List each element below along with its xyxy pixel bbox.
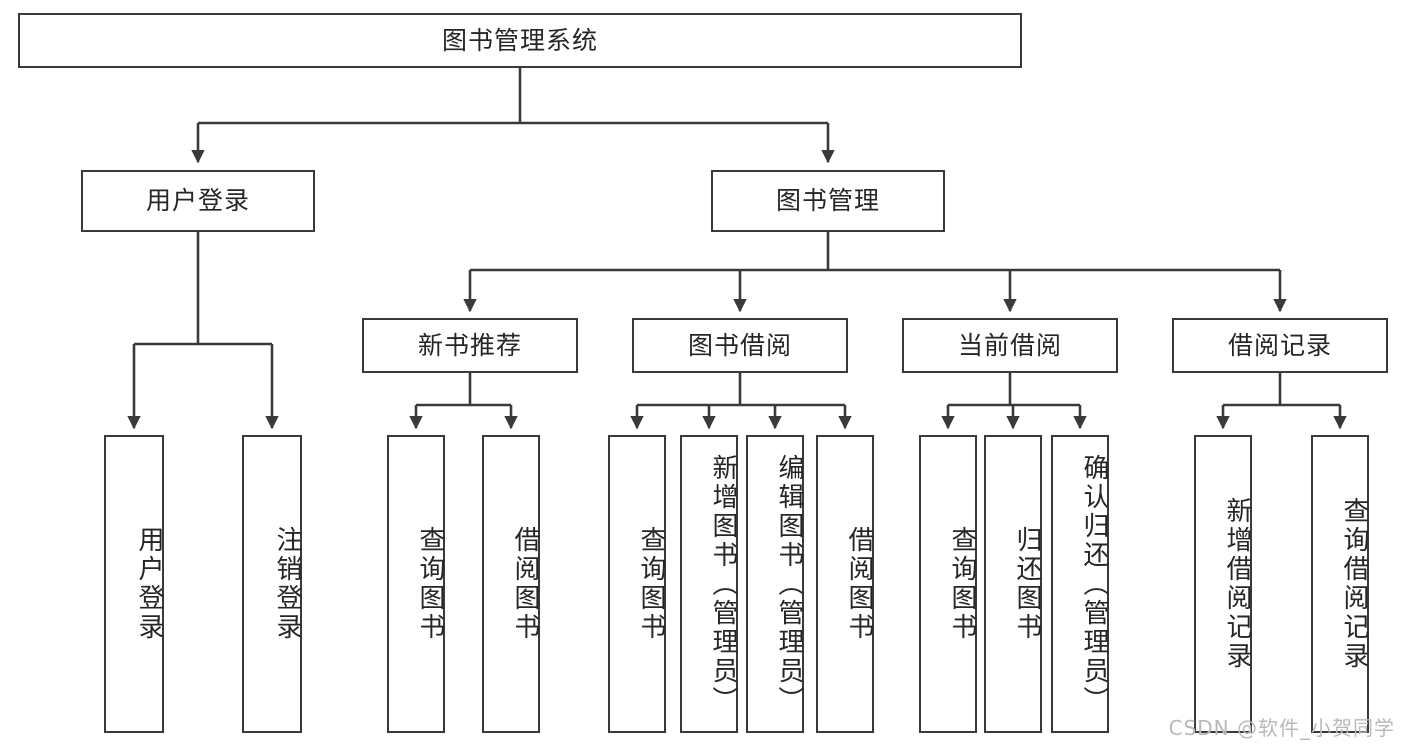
node-label: 图书借阅 [687, 330, 792, 360]
leaf-newbook-borrow-book[interactable]: 借阅图书 [482, 435, 540, 733]
leaf-borrow-add-book-admin[interactable]: 新增图书（管理员） [680, 435, 738, 733]
leaf-logout[interactable]: 注销登录 [242, 435, 302, 733]
leaf-current-confirm-return-admin[interactable]: 确认归还（管理员） [1051, 435, 1109, 733]
leaf-newbook-query-book[interactable]: 查询图书 [387, 435, 445, 733]
node-label: 查询图书 [415, 526, 445, 642]
node-label: 新增图书（管理员） [708, 453, 738, 715]
node-label: 用户登录 [134, 526, 164, 642]
node-label: 查询借阅记录 [1339, 497, 1369, 671]
leaf-borrow-borrow-book[interactable]: 借阅图书 [816, 435, 874, 733]
node-root-system[interactable]: 图书管理系统 [18, 13, 1022, 68]
leaf-record-query-record[interactable]: 查询借阅记录 [1311, 435, 1369, 733]
node-label: 借阅图书 [844, 526, 874, 642]
node-label: 用户登录 [145, 186, 250, 216]
leaf-borrow-query-book[interactable]: 查询图书 [608, 435, 666, 733]
node-label: 确认归还（管理员） [1079, 453, 1109, 715]
node-label: 当前借阅 [957, 330, 1062, 360]
leaf-user-login[interactable]: 用户登录 [104, 435, 164, 733]
node-label: 图书管理 [775, 186, 880, 216]
node-label: 编辑图书（管理员） [774, 453, 804, 715]
leaf-borrow-edit-book-admin[interactable]: 编辑图书（管理员） [746, 435, 804, 733]
node-label: 图书管理系统 [441, 25, 598, 55]
node-label: 注销登录 [272, 526, 302, 642]
node-label: 归还图书 [1012, 526, 1042, 642]
node-book-management[interactable]: 图书管理 [711, 170, 945, 232]
node-label: 新书推荐 [417, 330, 522, 360]
node-label: 查询图书 [947, 526, 977, 642]
node-label: 查询图书 [636, 526, 666, 642]
csdn-watermark: CSDN @软件_小贺同学 [1168, 716, 1395, 740]
node-label: 借阅记录 [1227, 330, 1332, 360]
node-user-login[interactable]: 用户登录 [81, 170, 315, 232]
leaf-record-add-record[interactable]: 新增借阅记录 [1194, 435, 1252, 733]
node-current-borrow[interactable]: 当前借阅 [902, 318, 1118, 373]
leaf-current-query-book[interactable]: 查询图书 [919, 435, 977, 733]
node-label: 新增借阅记录 [1222, 497, 1252, 671]
leaf-current-return-book[interactable]: 归还图书 [984, 435, 1042, 733]
node-new-book-recommend[interactable]: 新书推荐 [362, 318, 578, 373]
node-label: 借阅图书 [510, 526, 540, 642]
node-book-borrow[interactable]: 图书借阅 [632, 318, 848, 373]
node-borrow-record[interactable]: 借阅记录 [1172, 318, 1388, 373]
